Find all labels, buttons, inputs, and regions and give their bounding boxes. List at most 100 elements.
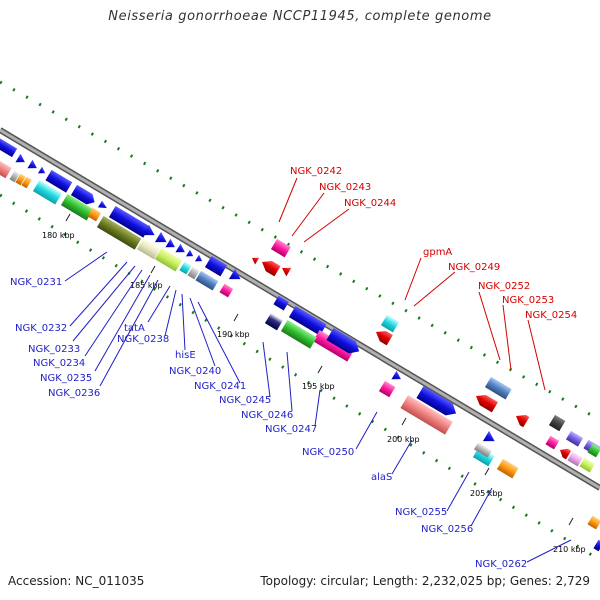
gene-label[interactable]: NGK_0256	[421, 524, 473, 535]
gene-label[interactable]: NGK_0249	[448, 262, 500, 273]
gene-label[interactable]: NGK_0231	[10, 277, 62, 288]
gene-label[interactable]: NGK_0262	[475, 559, 527, 570]
gene-block[interactable]	[593, 539, 600, 552]
gene-label[interactable]: NGK_0255	[395, 507, 447, 518]
gene-arrow[interactable]	[37, 166, 47, 177]
gene-arrow[interactable]	[391, 370, 403, 384]
gene-arrow[interactable]	[250, 255, 260, 265]
gene-arrow[interactable]	[557, 446, 572, 460]
gene-block[interactable]	[21, 176, 32, 189]
gene-arrow[interactable]	[416, 385, 459, 420]
gene-block[interactable]	[108, 205, 150, 238]
gene-block[interactable]	[9, 170, 20, 183]
gene-block[interactable]	[312, 329, 354, 362]
gene-block[interactable]	[378, 380, 396, 398]
gene-label[interactable]: NGK_0247	[265, 424, 317, 435]
gene-block[interactable]	[0, 137, 18, 158]
kbp-tick	[65, 213, 71, 222]
gene-block[interactable]	[45, 169, 73, 193]
gene-arrow[interactable]	[15, 153, 27, 167]
gene-label[interactable]: NGK_0234	[33, 358, 85, 369]
leader-line	[303, 208, 350, 243]
gene-block[interactable]	[187, 266, 200, 280]
gene-label[interactable]: NGK_0250	[302, 447, 354, 458]
leader-line	[526, 539, 572, 563]
leader-line	[470, 487, 493, 527]
gene-label[interactable]: NGK_0241	[194, 381, 246, 392]
gene-arrow[interactable]	[154, 231, 170, 247]
gene-arrow[interactable]	[27, 159, 39, 173]
gene-arrow[interactable]	[175, 243, 187, 257]
gene-arrow[interactable]	[279, 264, 292, 277]
gene-label[interactable]: NGK_0236	[48, 388, 100, 399]
gene-block[interactable]	[32, 179, 62, 205]
gene-label[interactable]: NGK_0232	[15, 323, 67, 334]
gene-block[interactable]	[273, 295, 289, 311]
gene-arrow[interactable]	[142, 224, 158, 240]
gene-label[interactable]: NGK_0233	[28, 344, 80, 355]
gene-label[interactable]: NGK_0254	[525, 310, 577, 321]
gene-block[interactable]	[195, 270, 219, 291]
gene-block[interactable]	[15, 173, 26, 186]
gene-block[interactable]	[136, 237, 161, 260]
gene-arrow[interactable]	[165, 238, 177, 252]
gene-arrow[interactable]	[97, 200, 109, 212]
gene-block[interactable]	[87, 207, 102, 222]
gene-block[interactable]	[496, 458, 519, 479]
gene-arrow[interactable]	[259, 257, 281, 277]
gene-block[interactable]	[545, 435, 560, 450]
kbp-tick	[317, 365, 323, 374]
gene-arrow[interactable]	[228, 268, 244, 284]
gene-arrow[interactable]	[185, 249, 195, 260]
gene-label[interactable]: NGK_0245	[219, 395, 271, 406]
gene-arrow[interactable]	[70, 184, 98, 208]
gene-label[interactable]: NGK_0235	[40, 373, 92, 384]
gene-label[interactable]: hisE	[175, 350, 196, 361]
gene-block[interactable]	[565, 430, 584, 447]
gene-arrow[interactable]	[326, 327, 362, 357]
gene-arrow[interactable]	[513, 411, 530, 428]
gene-block[interactable]	[264, 312, 284, 331]
leader-line	[64, 251, 108, 282]
gene-arrow[interactable]	[373, 327, 393, 346]
gene-block[interactable]	[567, 451, 583, 467]
gene-block[interactable]	[280, 319, 317, 349]
gene-block[interactable]	[204, 255, 228, 277]
gene-block[interactable]	[587, 443, 600, 458]
gene-label[interactable]: NGK_0246	[241, 410, 293, 421]
gene-label[interactable]: NGK_0242	[290, 166, 342, 177]
gene-block[interactable]	[484, 376, 512, 400]
gene-block[interactable]	[60, 193, 94, 221]
gene-arrow[interactable]	[194, 254, 204, 265]
gc-track-inner	[0, 193, 600, 562]
gene-block[interactable]	[179, 261, 192, 275]
gene-block[interactable]	[154, 247, 183, 272]
gene-block[interactable]	[96, 215, 142, 250]
gene-block[interactable]	[270, 238, 291, 258]
gene-label[interactable]: NGK_0238	[117, 334, 169, 345]
gene-block[interactable]	[0, 159, 12, 179]
gene-block[interactable]	[473, 442, 492, 458]
gene-block[interactable]	[587, 515, 600, 530]
gene-arrow[interactable]	[473, 391, 498, 413]
gene-block[interactable]	[400, 395, 453, 435]
kbp-tick	[233, 313, 239, 322]
gene-label[interactable]: gpmA	[423, 247, 452, 258]
gene-block[interactable]	[288, 305, 327, 336]
gene-arrow[interactable]	[482, 430, 498, 446]
gene-block[interactable]	[548, 414, 566, 432]
leader-line	[94, 274, 151, 372]
gene-block[interactable]	[380, 314, 400, 333]
gene-label[interactable]: NGK_0252	[478, 281, 530, 292]
gene-block[interactable]	[579, 457, 595, 473]
gene-label[interactable]: alaS	[371, 472, 392, 483]
gene-label[interactable]: NGK_0240	[169, 366, 221, 377]
gene-label[interactable]: NGK_0243	[319, 182, 371, 193]
gene-label[interactable]: tatA	[124, 323, 145, 334]
gene-label[interactable]: NGK_0253	[502, 295, 554, 306]
gene-block[interactable]	[219, 283, 234, 298]
kbp-tick	[401, 417, 407, 426]
leader-line	[404, 257, 422, 301]
gene-label[interactable]: NGK_0244	[344, 198, 396, 209]
